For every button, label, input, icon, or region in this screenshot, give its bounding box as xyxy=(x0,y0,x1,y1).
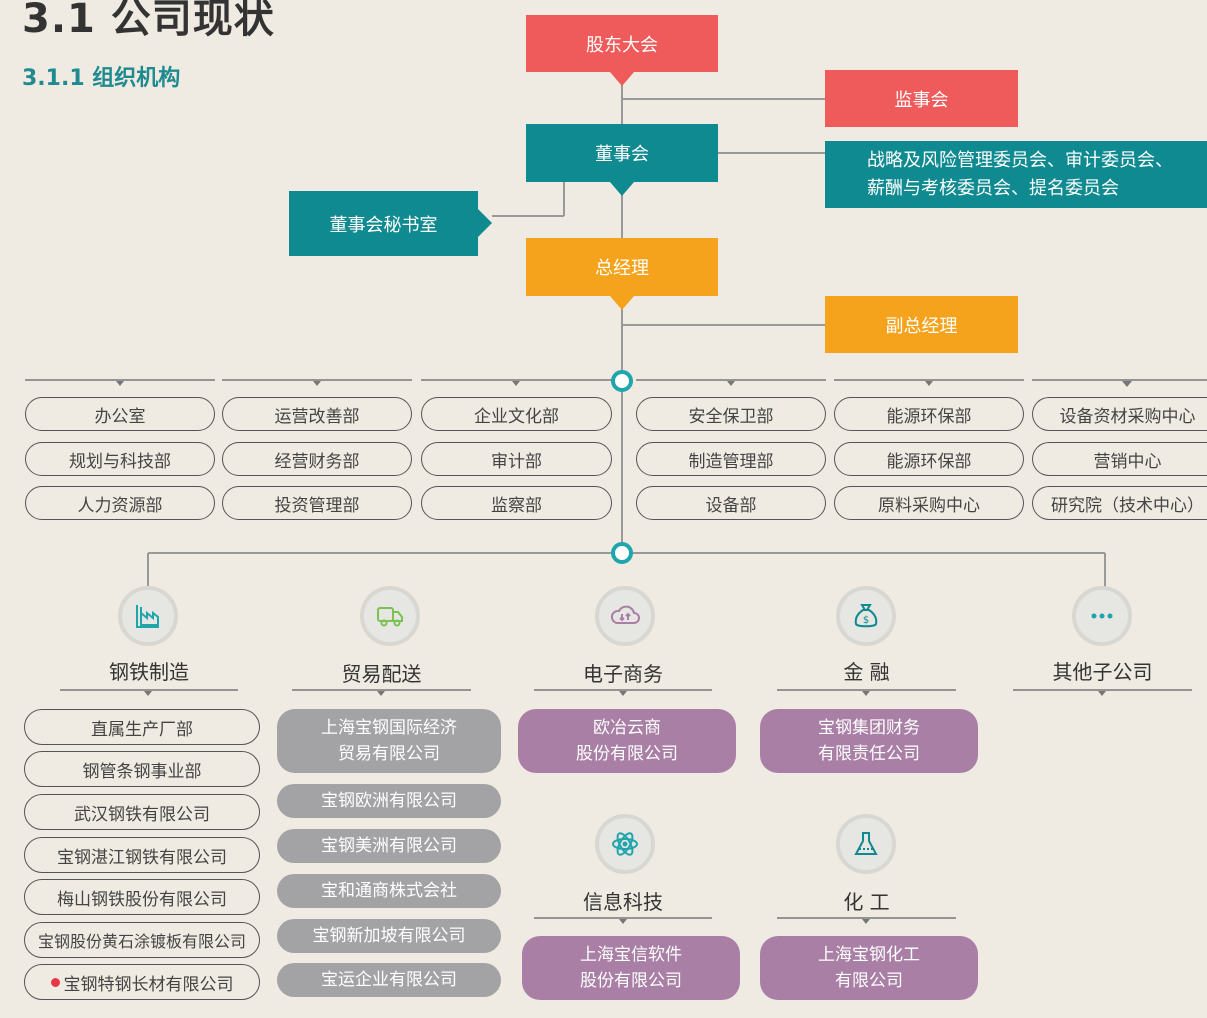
chemical-unit-line-2: 有限公司 xyxy=(835,971,903,991)
category-label-trade: 贸易配送 xyxy=(341,662,422,686)
page-title: 3.1 公司现状 xyxy=(22,0,275,42)
ecommerce-unit-line-1: 欧冶云商 xyxy=(593,718,661,738)
dept-pill: 运营改善部 xyxy=(222,397,412,431)
dept-pill: 人力资源部 xyxy=(25,486,215,520)
finance-unit: 宝钢集团财务 有限责任公司 xyxy=(760,709,978,773)
category-label-it: 信息科技 xyxy=(583,890,663,914)
board-secretary-box: 董事会秘书室 xyxy=(289,191,478,256)
chemical-unit-line-1: 上海宝钢化工 xyxy=(818,945,920,965)
dept-pill: 原料采购中心 xyxy=(834,486,1024,520)
ellipsis-icon xyxy=(1072,586,1132,646)
dept-pill: 经营财务部 xyxy=(222,442,412,476)
dept-pill: 规划与科技部 xyxy=(25,442,215,476)
finance-unit-line-1: 宝钢集团财务 xyxy=(818,718,920,738)
trade-unit: 宝钢美洲有限公司 xyxy=(277,829,501,863)
trade-unit: 宝和通商株式会社 xyxy=(277,874,501,908)
truck-icon xyxy=(360,586,420,646)
category-label-ecommerce: 电子商务 xyxy=(583,662,663,686)
money-bag-icon: $ xyxy=(836,586,896,646)
trade-unit-line-1: 上海宝钢国际经济 xyxy=(321,718,457,738)
dept-pill: 制造管理部 xyxy=(636,442,826,476)
trade-unit: 宝运企业有限公司 xyxy=(277,963,501,997)
steel-unit: 钢管条钢事业部 xyxy=(24,751,260,787)
deputy-gm-box: 副总经理 xyxy=(825,296,1018,353)
it-unit: 上海宝信软件 股份有限公司 xyxy=(522,936,740,1000)
dept-pill: 能源环保部 xyxy=(834,442,1024,476)
category-label-other: 其他子公司 xyxy=(1052,660,1153,684)
dept-pill: 投资管理部 xyxy=(222,486,412,520)
it-unit-line-1: 上海宝信软件 xyxy=(580,945,682,965)
factory-icon xyxy=(118,586,178,646)
flask-icon xyxy=(836,814,896,874)
dept-pill: 审计部 xyxy=(421,442,612,476)
ecommerce-unit: 欧冶云商 股份有限公司 xyxy=(518,709,736,773)
board-of-directors-box: 董事会 xyxy=(526,124,718,182)
committees-line-1: 战略及风险管理委员会、审计委员会、 xyxy=(867,149,1173,171)
dept-pill: 能源环保部 xyxy=(834,397,1024,431)
svg-text:$: $ xyxy=(863,615,869,626)
shareholders-pointer xyxy=(610,72,634,86)
committees-line-2: 薪酬与考核委员会、提名委员会 xyxy=(867,177,1119,199)
secretary-pointer xyxy=(478,209,492,237)
atom-icon xyxy=(595,814,655,874)
shareholders-box: 股东大会 xyxy=(526,15,718,72)
dept-pill: 研究院（技术中心） xyxy=(1032,486,1207,520)
ecommerce-unit-line-2: 股份有限公司 xyxy=(576,744,678,764)
steel-unit-label: 宝钢特钢长材有限公司 xyxy=(63,974,234,995)
committees-box: 战略及风险管理委员会、审计委员会、 薪酬与考核委员会、提名委员会 xyxy=(825,141,1207,208)
dept-pill: 监察部 xyxy=(421,486,612,520)
dept-pill: 办公室 xyxy=(25,397,215,431)
dept-pill: 营销中心 xyxy=(1032,442,1207,476)
general-manager-box: 总经理 xyxy=(526,238,718,296)
steel-unit: 宝钢特钢长材有限公司 xyxy=(24,964,260,1000)
steel-unit: 宝钢湛江钢铁有限公司 xyxy=(24,837,260,873)
finance-unit-line-2: 有限责任公司 xyxy=(818,744,920,764)
marker-dot xyxy=(50,977,60,987)
trade-unit: 宝钢欧洲有限公司 xyxy=(277,784,501,818)
board-pointer xyxy=(610,182,634,196)
dept-pill: 设备部 xyxy=(636,486,826,520)
category-label-steel: 钢铁制造 xyxy=(109,660,189,684)
section-subtitle: 3.1.1 组织机构 xyxy=(22,66,181,91)
category-label-chemical: 化 工 xyxy=(843,890,890,914)
junction-dot xyxy=(611,370,633,392)
supervisory-board-box: 监事会 xyxy=(825,70,1018,127)
dept-pill: 安全保卫部 xyxy=(636,397,826,431)
dept-pill: 设备资材采购中心 xyxy=(1032,397,1207,431)
cloud-icon xyxy=(595,586,655,646)
steel-unit: 梅山钢铁股份有限公司 xyxy=(24,879,260,915)
steel-unit: 武汉钢铁有限公司 xyxy=(24,794,260,830)
trade-unit-line-2: 贸易有限公司 xyxy=(338,744,440,764)
trade-unit: 上海宝钢国际经济 贸易有限公司 xyxy=(277,709,501,773)
chemical-unit: 上海宝钢化工 有限公司 xyxy=(760,936,978,1000)
steel-unit: 直属生产厂部 xyxy=(24,709,260,745)
trade-unit: 宝钢新加坡有限公司 xyxy=(277,919,501,953)
dept-pill: 企业文化部 xyxy=(421,397,612,431)
steel-unit: 宝钢股份黄石涂镀板有限公司 xyxy=(24,922,260,958)
category-label-finance: 金 融 xyxy=(843,660,890,684)
gm-pointer xyxy=(610,296,634,310)
junction-dot xyxy=(611,542,633,564)
it-unit-line-2: 股份有限公司 xyxy=(580,971,682,991)
